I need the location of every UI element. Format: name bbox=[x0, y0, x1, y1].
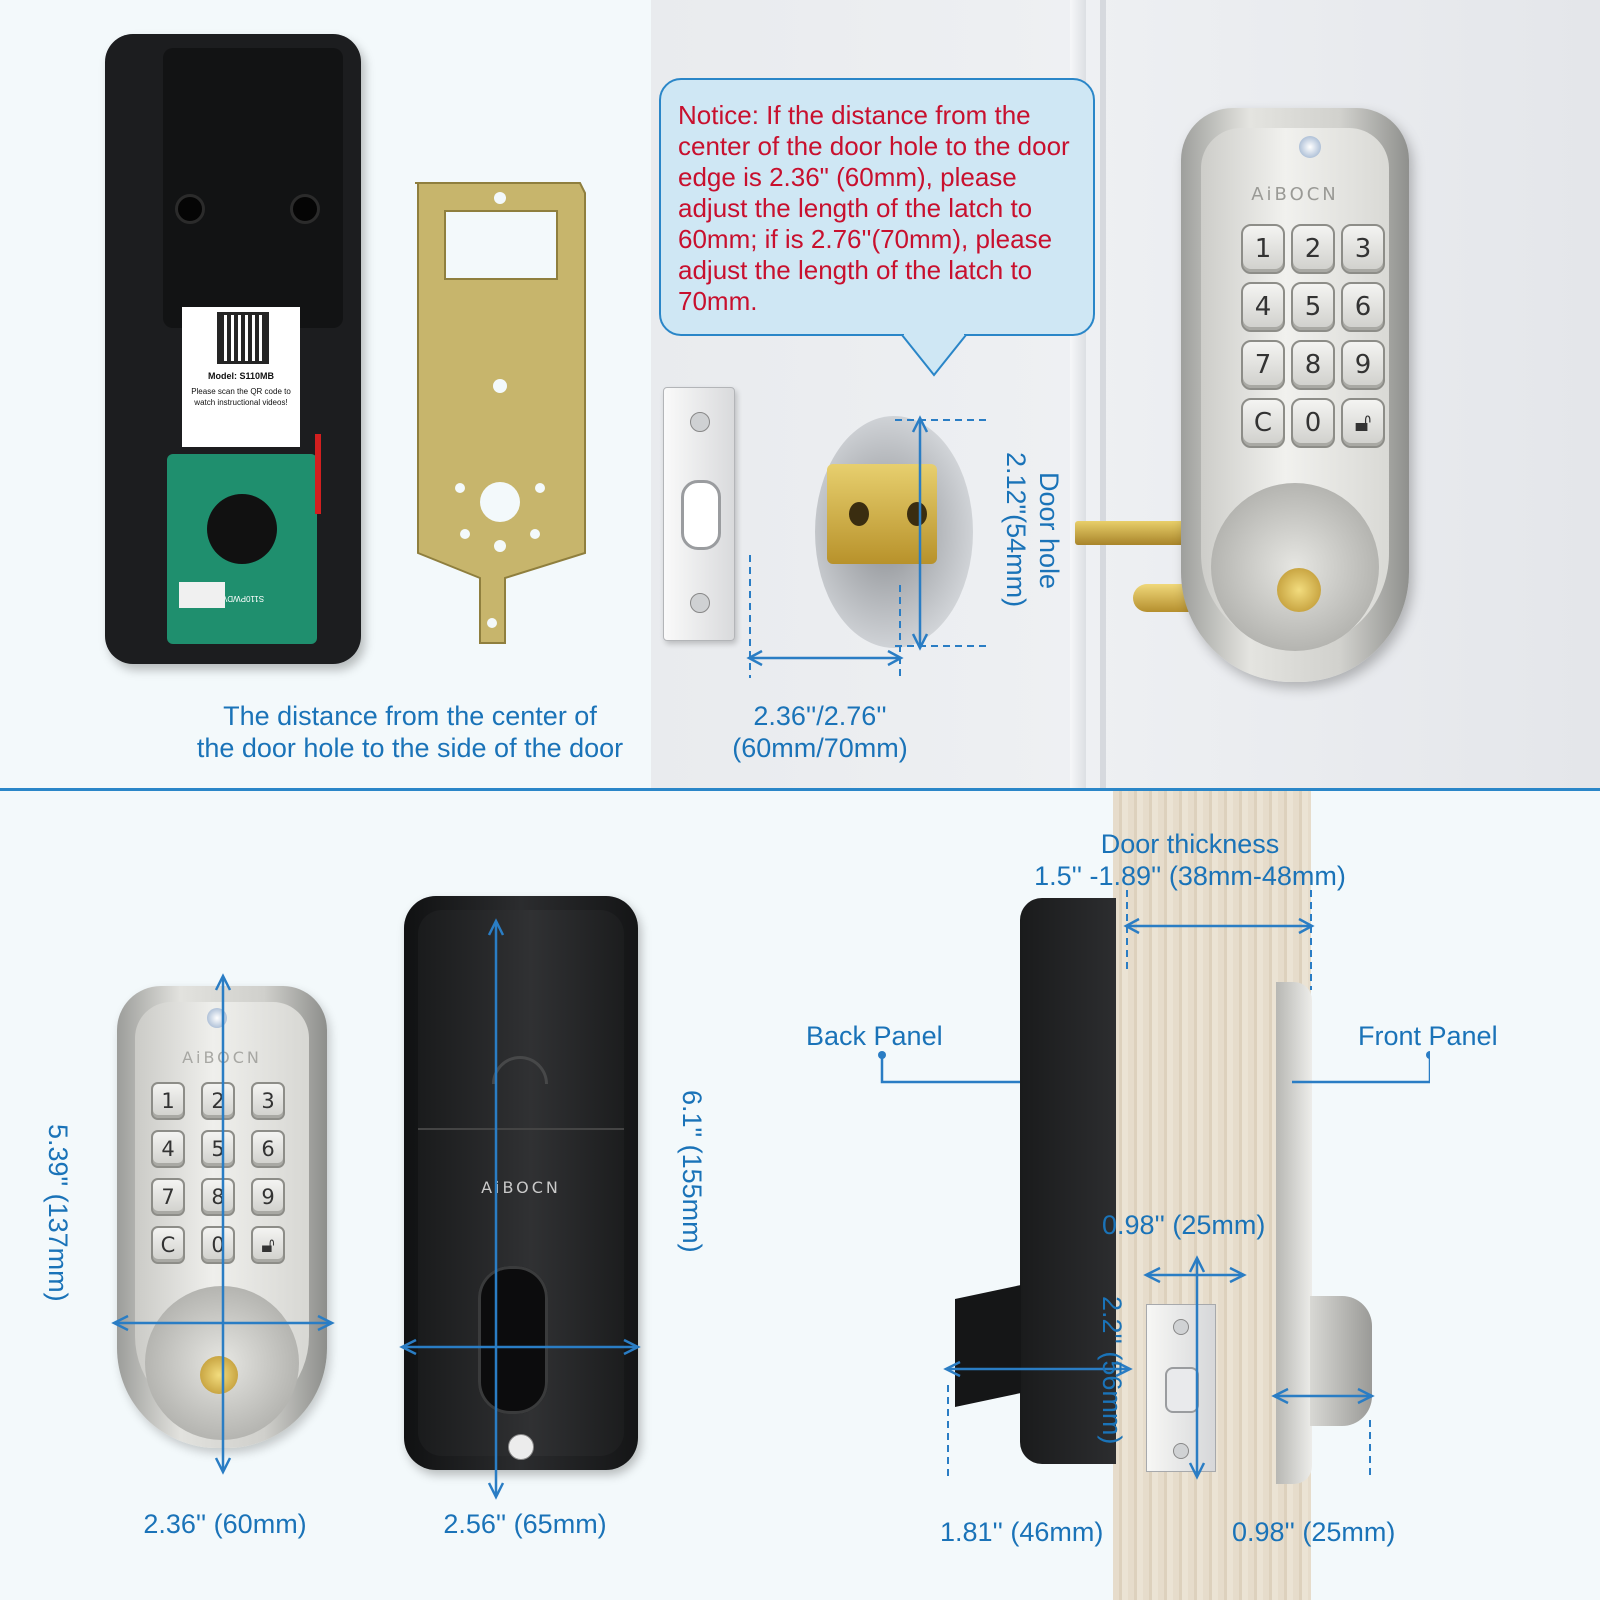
pcb-marking: S110PWDV bbox=[222, 594, 265, 603]
mount-hole-icon bbox=[175, 194, 205, 224]
screw-icon bbox=[1173, 1443, 1189, 1459]
notice-bubble bbox=[659, 78, 1095, 336]
mount-hole-icon bbox=[290, 194, 320, 224]
latch-hole-icon bbox=[907, 502, 927, 526]
back-panel-open: Model: S110MB Please scan the QR code to… bbox=[105, 34, 361, 664]
back-height-label: 6.1" (155mm) bbox=[677, 1090, 707, 1253]
latch-width-label: 0.98'' (25mm) bbox=[1102, 1210, 1266, 1240]
backset-value-line-2: (60mm/70mm) bbox=[732, 733, 908, 763]
latch-height-label: 2.2'' (56mm) bbox=[1097, 1296, 1127, 1445]
key-4[interactable]: 4 bbox=[1241, 282, 1285, 332]
strike-slot bbox=[681, 480, 721, 550]
label-sticker: Model: S110MB Please scan the QR code to… bbox=[182, 307, 300, 447]
keyhole-cylinder-icon bbox=[1277, 568, 1321, 612]
backset-caption-line-2: the door hole to the side of the door bbox=[196, 733, 624, 763]
brand-logo: AiBOCN bbox=[1251, 184, 1339, 205]
key-6[interactable]: 6 bbox=[251, 1130, 285, 1168]
front-width-label: 2.36'' (60mm) bbox=[143, 1509, 307, 1539]
key-2[interactable]: 2 bbox=[1291, 224, 1335, 274]
notice-text: Notice: If the distance from the center … bbox=[678, 100, 1070, 316]
key-lock-icon[interactable]: 🔓︎ bbox=[251, 1226, 285, 1264]
key-5[interactable]: 5 bbox=[201, 1130, 235, 1168]
door-cross-dimensions bbox=[878, 890, 1430, 1480]
key-3[interactable]: 3 bbox=[251, 1082, 285, 1120]
wire bbox=[315, 434, 321, 514]
backset-caption-line-1: The distance from the center of bbox=[223, 701, 597, 731]
mounting-plate bbox=[415, 182, 586, 644]
back-panel: AiBOCN bbox=[404, 896, 638, 1470]
battery-compartment bbox=[163, 48, 343, 328]
label-line-1: Please scan the QR code to bbox=[191, 387, 291, 396]
brand-logo: AiBOCN bbox=[481, 1178, 561, 1197]
label-line-2: watch instructional videos! bbox=[194, 398, 288, 407]
key-8[interactable]: 8 bbox=[201, 1178, 235, 1216]
latch-hole-icon bbox=[849, 502, 869, 526]
strike-plate bbox=[663, 387, 735, 641]
spindle-hub bbox=[207, 494, 277, 564]
key-9[interactable]: 9 bbox=[1341, 340, 1385, 390]
label-model: Model: S110MB bbox=[207, 371, 274, 381]
front-lock-top: AiBOCN 1 2 3 4 5 6 7 8 9 C 0 🔓︎ bbox=[1181, 108, 1409, 682]
key-1[interactable]: 1 bbox=[1241, 224, 1285, 274]
section-divider bbox=[0, 788, 1600, 791]
screw-icon bbox=[1173, 1319, 1189, 1335]
key-5[interactable]: 5 bbox=[1291, 282, 1335, 332]
connector bbox=[179, 582, 225, 608]
front-panel-label: Front Panel bbox=[1358, 1021, 1498, 1051]
key-lock-icon[interactable]: 🔓︎ bbox=[1341, 398, 1385, 448]
back-depth-label: 1.81'' (46mm) bbox=[940, 1517, 1104, 1547]
front-lock-dimensions bbox=[111, 973, 335, 1475]
door-frame-edge-2 bbox=[1100, 0, 1106, 788]
thumb-turn-ring bbox=[1211, 483, 1379, 651]
thumb-turn[interactable] bbox=[478, 1266, 548, 1414]
front-depth-label: 0.98'' (25mm) bbox=[1232, 1517, 1396, 1547]
key-9[interactable]: 9 bbox=[251, 1178, 285, 1216]
key-3[interactable]: 3 bbox=[1341, 224, 1385, 274]
backset-value-line-1: 2.36''/2.76'' bbox=[753, 701, 887, 731]
door-hole-label-1: Door hole bbox=[1034, 472, 1064, 590]
key-0[interactable]: 0 bbox=[1291, 398, 1335, 448]
key-1[interactable]: 1 bbox=[151, 1082, 185, 1120]
notice-bubble-tail bbox=[901, 333, 967, 377]
key-4[interactable]: 4 bbox=[151, 1130, 185, 1168]
door-hole-dimension bbox=[746, 415, 990, 678]
front-cylinder-side bbox=[1310, 1296, 1372, 1426]
keyhole-cylinder-icon bbox=[200, 1356, 238, 1394]
screw-icon bbox=[690, 412, 710, 432]
front-height-label: 5.39" (137mm) bbox=[43, 1124, 73, 1302]
key-6[interactable]: 6 bbox=[1341, 282, 1385, 332]
latch-mechanism bbox=[827, 464, 937, 564]
door-thickness-label-2: 1.5'' -1.89'' (38mm-48mm) bbox=[1034, 861, 1346, 891]
latch-bolt bbox=[1075, 521, 1185, 545]
qr-code-icon bbox=[217, 312, 269, 364]
door-hole-label-2: 2.12"(54mm) bbox=[1001, 452, 1031, 608]
key-7[interactable]: 7 bbox=[151, 1178, 185, 1216]
screw-icon bbox=[690, 593, 710, 613]
key-c[interactable]: C bbox=[1241, 398, 1285, 448]
door-thickness-label-1: Door thickness bbox=[1100, 829, 1280, 859]
door-hole bbox=[815, 416, 973, 648]
cover-seam bbox=[418, 1128, 624, 1130]
back-panel-dimensions bbox=[399, 918, 641, 1500]
latch-bolt bbox=[1165, 1367, 1199, 1413]
screw-icon bbox=[508, 1434, 534, 1460]
back-panel-label: Back Panel bbox=[806, 1021, 943, 1051]
key-2[interactable]: 2 bbox=[201, 1082, 235, 1120]
key-8[interactable]: 8 bbox=[1291, 340, 1335, 390]
indicator-led-icon bbox=[1299, 136, 1321, 158]
key-c[interactable]: C bbox=[151, 1226, 185, 1264]
latch-faceplate bbox=[1146, 1304, 1216, 1472]
key-0[interactable]: 0 bbox=[201, 1226, 235, 1264]
key-7[interactable]: 7 bbox=[1241, 340, 1285, 390]
circuit-board: S110PWDV bbox=[167, 454, 317, 644]
back-width-label: 2.56'' (65mm) bbox=[443, 1509, 607, 1539]
brand-logo: AiBOCN bbox=[182, 1048, 262, 1067]
